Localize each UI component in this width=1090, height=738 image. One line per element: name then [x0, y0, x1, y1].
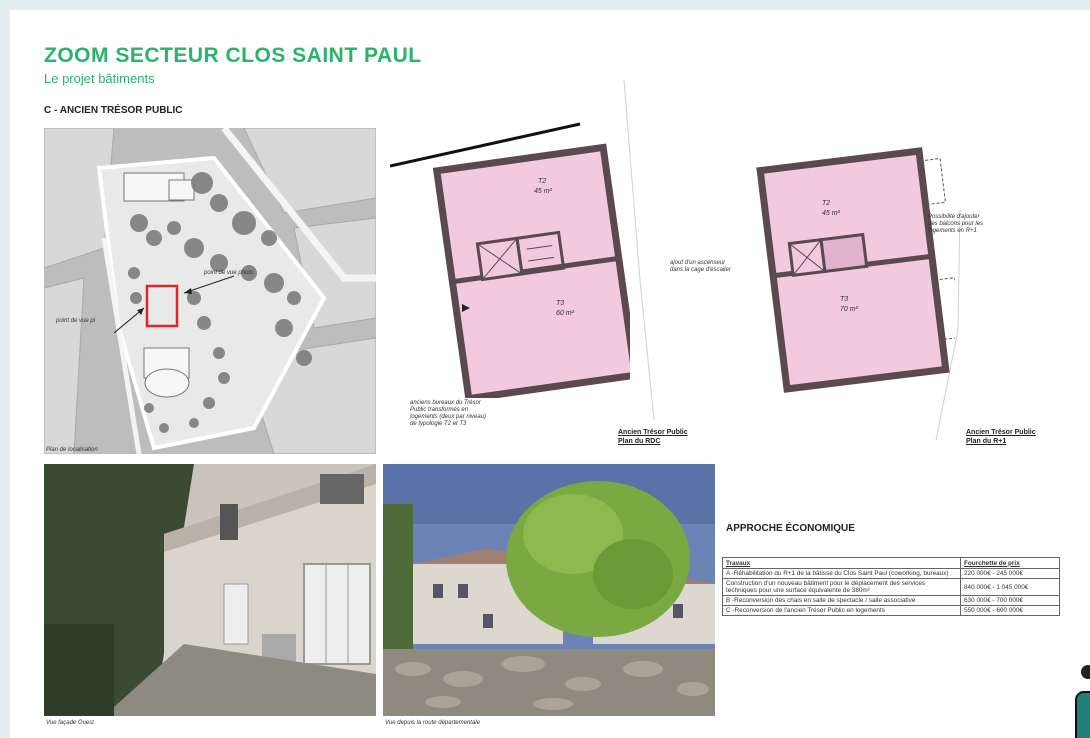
plan-rdc-note-line: de typologie T2 et T3	[410, 421, 467, 427]
divider-line	[623, 80, 655, 420]
plan-rdc-t3-name: T3	[556, 300, 565, 307]
header-travaux: Travaux	[722, 557, 961, 569]
economic-table: Travaux Fourchette de prix A -Réhabilita…	[722, 557, 1060, 616]
section-heading: C - ANCIEN TRÉSOR PUBLIC	[44, 105, 183, 116]
plan-r1-note: Possibilité d'ajouter des balcons pour l…	[928, 214, 983, 235]
table-row: C -Reconversion de l'ancien Trésor Publi…	[722, 605, 1060, 616]
plan-r1-t3-name: T3	[840, 296, 849, 303]
plan-r1-note-line: Possibilité d'ajouter	[928, 214, 980, 220]
divider-line	[935, 210, 961, 441]
photo-road-caption: Vue depuis la route départementale	[385, 720, 480, 726]
plan-rdc-t2-name: T2	[538, 178, 547, 185]
plan-rdc-title-line: Ancien Trésor Public	[618, 429, 688, 436]
cell-price: 220 000€ - 245 000€	[960, 568, 1060, 579]
cell-price: 840 000€ - 1 045 000€	[960, 578, 1060, 596]
location-map: point de vue pi point de vue photo	[44, 128, 376, 454]
economic-title: APPROCHE ÉCONOMIQUE	[726, 523, 855, 534]
map-caption: Plan de localisation	[46, 447, 98, 453]
document-page: ZOOM SECTEUR CLOS SAINT PAUL Le projet b…	[10, 10, 1090, 738]
cell-price: 550 000€ - 600 000€	[960, 605, 1060, 616]
plan-r1-note-line: logements en R+1	[928, 228, 977, 234]
map-label-viewpoint-right: point de vue photo	[204, 270, 254, 276]
plan-r1-t2-name: T2	[822, 200, 831, 207]
plan-rdc-note: anciens bureaux du Trésor Public transfo…	[410, 400, 550, 428]
table-row: B -Reconversion des chais en salle de sp…	[722, 595, 1060, 606]
photo-west-facade	[44, 464, 376, 716]
plan-r1-title: Ancien Trésor Public Plan du R+1	[966, 428, 1036, 446]
page-title: ZOOM SECTEUR CLOS SAINT PAUL	[44, 44, 422, 67]
elevator-note-line: ajout d'un ascenseur	[670, 260, 726, 266]
elevator-note-line: dans la cage d'escalier	[670, 267, 731, 273]
cell-travaux: A -Réhabilitation du R+1 de la bâtisse d…	[722, 568, 961, 579]
plan-r1-title-line: Ancien Trésor Public	[966, 429, 1036, 436]
plan-rdc-note-line: Public transformés en	[410, 407, 469, 413]
plan-rdc-t2-area: 45 m²	[534, 188, 552, 195]
plan-rdc-note-line: anciens bureaux du Trésor	[410, 400, 481, 406]
photo-west-caption: Vue façade Ouest	[46, 720, 94, 726]
map-label-viewpoint-left: point de vue pi	[56, 318, 96, 324]
plan-r1-t2-area: 45 m²	[822, 210, 840, 217]
cell-price: 630 000€ - 700 000€	[960, 595, 1060, 606]
table-row: Construction d'un nouveau bâtiment pour …	[722, 578, 1060, 596]
cell-travaux: Construction d'un nouveau bâtiment pour …	[722, 578, 961, 596]
plan-rdc-drawing	[390, 122, 630, 398]
table-row: A -Réhabilitation du R+1 de la bâtisse d…	[722, 568, 1060, 579]
highlighted-building	[145, 284, 179, 328]
header-fourchette: Fourchette de prix	[960, 557, 1060, 569]
plan-r1-title-line: Plan du R+1	[966, 438, 1007, 445]
elevator-note: ajout d'un ascenseur dans la cage d'esca…	[670, 260, 731, 274]
cell-travaux: B -Reconversion des chais en salle de sp…	[722, 595, 961, 606]
plan-r1-drawing	[756, 147, 955, 393]
plan-rdc-title: Ancien Trésor Public Plan du RDC	[618, 428, 688, 446]
cell-travaux: C -Reconversion de l'ancien Trésor Publi…	[722, 605, 961, 616]
plan-rdc-note-line: logements (deux par niveau)	[410, 414, 487, 420]
avatar[interactable]	[1068, 652, 1090, 738]
plan-rdc-title-line: Plan du RDC	[618, 438, 661, 445]
table-header-row: Travaux Fourchette de prix	[722, 557, 1060, 569]
plan-rdc-t3-area: 60 m²	[556, 310, 574, 317]
plan-r1-t3-area: 70 m²	[840, 306, 858, 313]
page-subtitle: Le projet bâtiments	[44, 71, 155, 86]
plan-r1-note-line: des balcons pour les	[928, 221, 984, 227]
map-drawing	[44, 128, 376, 454]
photo-from-road	[383, 464, 715, 716]
